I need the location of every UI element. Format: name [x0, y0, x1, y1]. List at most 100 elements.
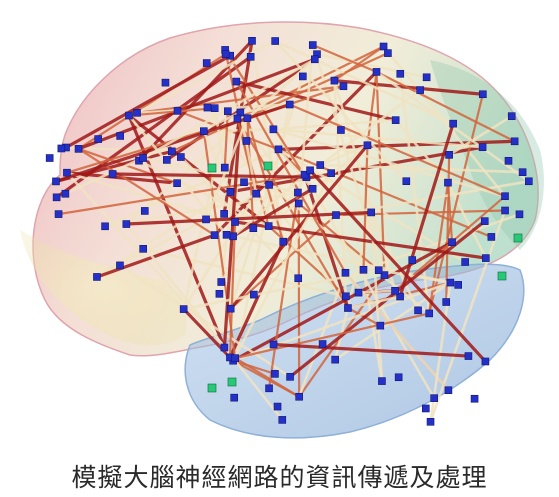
network-edge [95, 180, 246, 279]
network-node [344, 304, 352, 312]
network-edge [446, 181, 454, 244]
network-node [94, 135, 102, 143]
network-edge [246, 57, 317, 120]
network-edge [234, 357, 301, 398]
network-edge [223, 110, 229, 169]
network-node [122, 220, 131, 228]
network-edge [271, 342, 471, 358]
network-node [332, 211, 340, 219]
network-edge [77, 53, 227, 150]
network-node [93, 273, 101, 281]
network-node [278, 416, 287, 424]
network-edge [273, 39, 408, 183]
network-node [337, 126, 345, 134]
network-node [231, 354, 240, 362]
network-node [363, 141, 372, 150]
network-node [52, 193, 61, 202]
network-node [501, 206, 509, 215]
network-node [380, 271, 389, 279]
network-node [442, 298, 451, 306]
network-edge [137, 159, 270, 228]
network-node [378, 377, 386, 385]
network-node [294, 188, 302, 197]
occipital-lobe-shape [430, 60, 544, 250]
network-node [203, 103, 212, 112]
network-node [448, 238, 456, 246]
network-node [374, 266, 383, 275]
network-edge [182, 268, 380, 311]
network-node [220, 210, 228, 218]
network-edge [362, 213, 521, 272]
network-node [202, 59, 211, 67]
network-edge [303, 173, 436, 400]
network-edge [231, 187, 315, 238]
network-edge [228, 220, 237, 359]
network-node [515, 210, 524, 219]
network-node [264, 222, 273, 230]
network-node [461, 258, 469, 266]
network-node [354, 288, 363, 297]
network-node [464, 352, 473, 360]
network-node [265, 384, 273, 393]
network-node [481, 357, 490, 366]
network-node [470, 394, 479, 403]
network-node [426, 417, 435, 426]
network-node [173, 107, 182, 115]
network-edge [57, 173, 306, 216]
network-node [478, 143, 487, 152]
network-edge [346, 295, 402, 310]
network-node [286, 373, 294, 381]
network-edge [224, 48, 314, 190]
network-node [108, 170, 117, 178]
network-node [217, 278, 226, 286]
figure-caption: 模擬大腦神經網路的資訊傳遞及處理 [71, 463, 488, 492]
network-edge [318, 88, 422, 167]
network-node [501, 192, 509, 201]
network-edge [228, 240, 285, 360]
network-node [285, 100, 294, 109]
network-node [226, 304, 235, 313]
network-node [140, 207, 149, 215]
network-node [271, 370, 279, 378]
network-node [295, 392, 303, 401]
network-node [215, 290, 224, 298]
network-edge [95, 233, 217, 279]
network-node [339, 82, 348, 91]
network-node [246, 53, 255, 61]
network-node [372, 68, 381, 76]
network-node [210, 231, 219, 239]
network-node [306, 166, 314, 175]
network-edge [229, 75, 305, 310]
network-node [422, 73, 431, 82]
network-node [396, 292, 404, 301]
network-node [422, 404, 430, 413]
network-edge [303, 173, 350, 310]
network-edge [375, 70, 516, 143]
network-node [294, 274, 303, 283]
network-node [391, 116, 400, 124]
network-edge [447, 114, 514, 157]
network-edge [357, 289, 397, 294]
network-node [231, 218, 239, 226]
network-node [230, 393, 239, 402]
network-edge [65, 171, 179, 185]
network-edge [277, 148, 493, 239]
network-node [318, 340, 327, 348]
network-node [391, 286, 399, 295]
network-node [252, 189, 260, 198]
network-edge [362, 144, 369, 271]
network-node [316, 161, 325, 169]
network-node [232, 77, 241, 86]
network-node [279, 237, 288, 246]
highlighted-node [207, 163, 217, 173]
network-node [341, 268, 350, 277]
network-node [510, 137, 519, 146]
network-node [359, 265, 368, 274]
highlighted-node [497, 271, 507, 281]
network-node [210, 104, 219, 113]
network-node [416, 86, 424, 94]
network-node [161, 78, 170, 87]
network-edge [267, 143, 369, 228]
highlighted-node [227, 377, 237, 387]
network-edge [234, 312, 431, 360]
